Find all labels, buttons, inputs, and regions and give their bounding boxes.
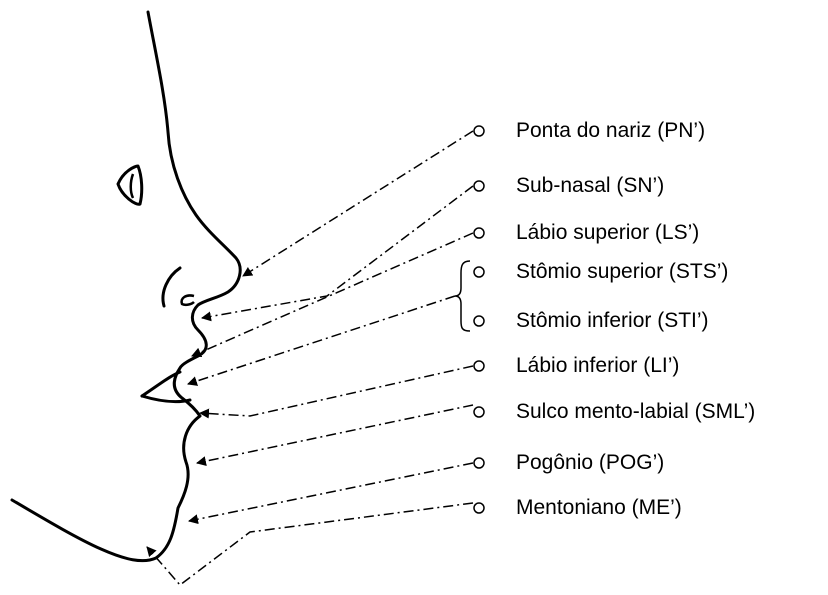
leader-ponta-do-nariz [243, 131, 473, 276]
label-sulco-mento-labial: Sulco mento-labial (SML’) [516, 400, 755, 424]
circle-stomio-superior [474, 267, 484, 277]
circle-sub-nasal [474, 181, 484, 191]
leader-mentoniano [147, 503, 473, 585]
face-profile-line [12, 12, 240, 561]
eye-pupil [131, 174, 133, 198]
leader-labio-superior [192, 233, 473, 356]
circle-pogonio [474, 458, 484, 468]
label-stomio-superior: Stômio superior (STS’) [516, 260, 728, 284]
circle-mentoniano [474, 503, 484, 513]
circle-labio-superior [474, 228, 484, 238]
circle-stomio-inferior [474, 316, 484, 326]
circle-labio-inferior [474, 361, 484, 371]
label-ponta-do-nariz: Ponta do nariz (PN’) [516, 119, 705, 143]
circle-ponta-do-nariz [474, 126, 484, 136]
label-stomio-inferior: Stômio inferior (STI’) [516, 309, 709, 333]
leader-pogonio [189, 463, 473, 521]
label-circles [474, 126, 484, 513]
circle-sulco-mento-labial [474, 407, 484, 417]
label-sub-nasal: Sub-nasal (SN’) [516, 174, 664, 198]
label-pogonio: Pogônio (POG’) [516, 451, 664, 475]
nostril-small-curve [182, 295, 194, 304]
label-labio-inferior: Lábio inferior (LI’) [516, 354, 679, 378]
stomio-brace [455, 261, 470, 331]
leader-sub-nasal [202, 186, 473, 318]
label-mentoniano: Mentoniano (ME’) [516, 496, 682, 520]
leader-labio-inferior [200, 366, 473, 416]
nostril-curve [163, 268, 180, 306]
label-labio-superior: Lábio superior (LS’) [516, 221, 699, 245]
leader-sulco-mento-labial [197, 405, 473, 463]
